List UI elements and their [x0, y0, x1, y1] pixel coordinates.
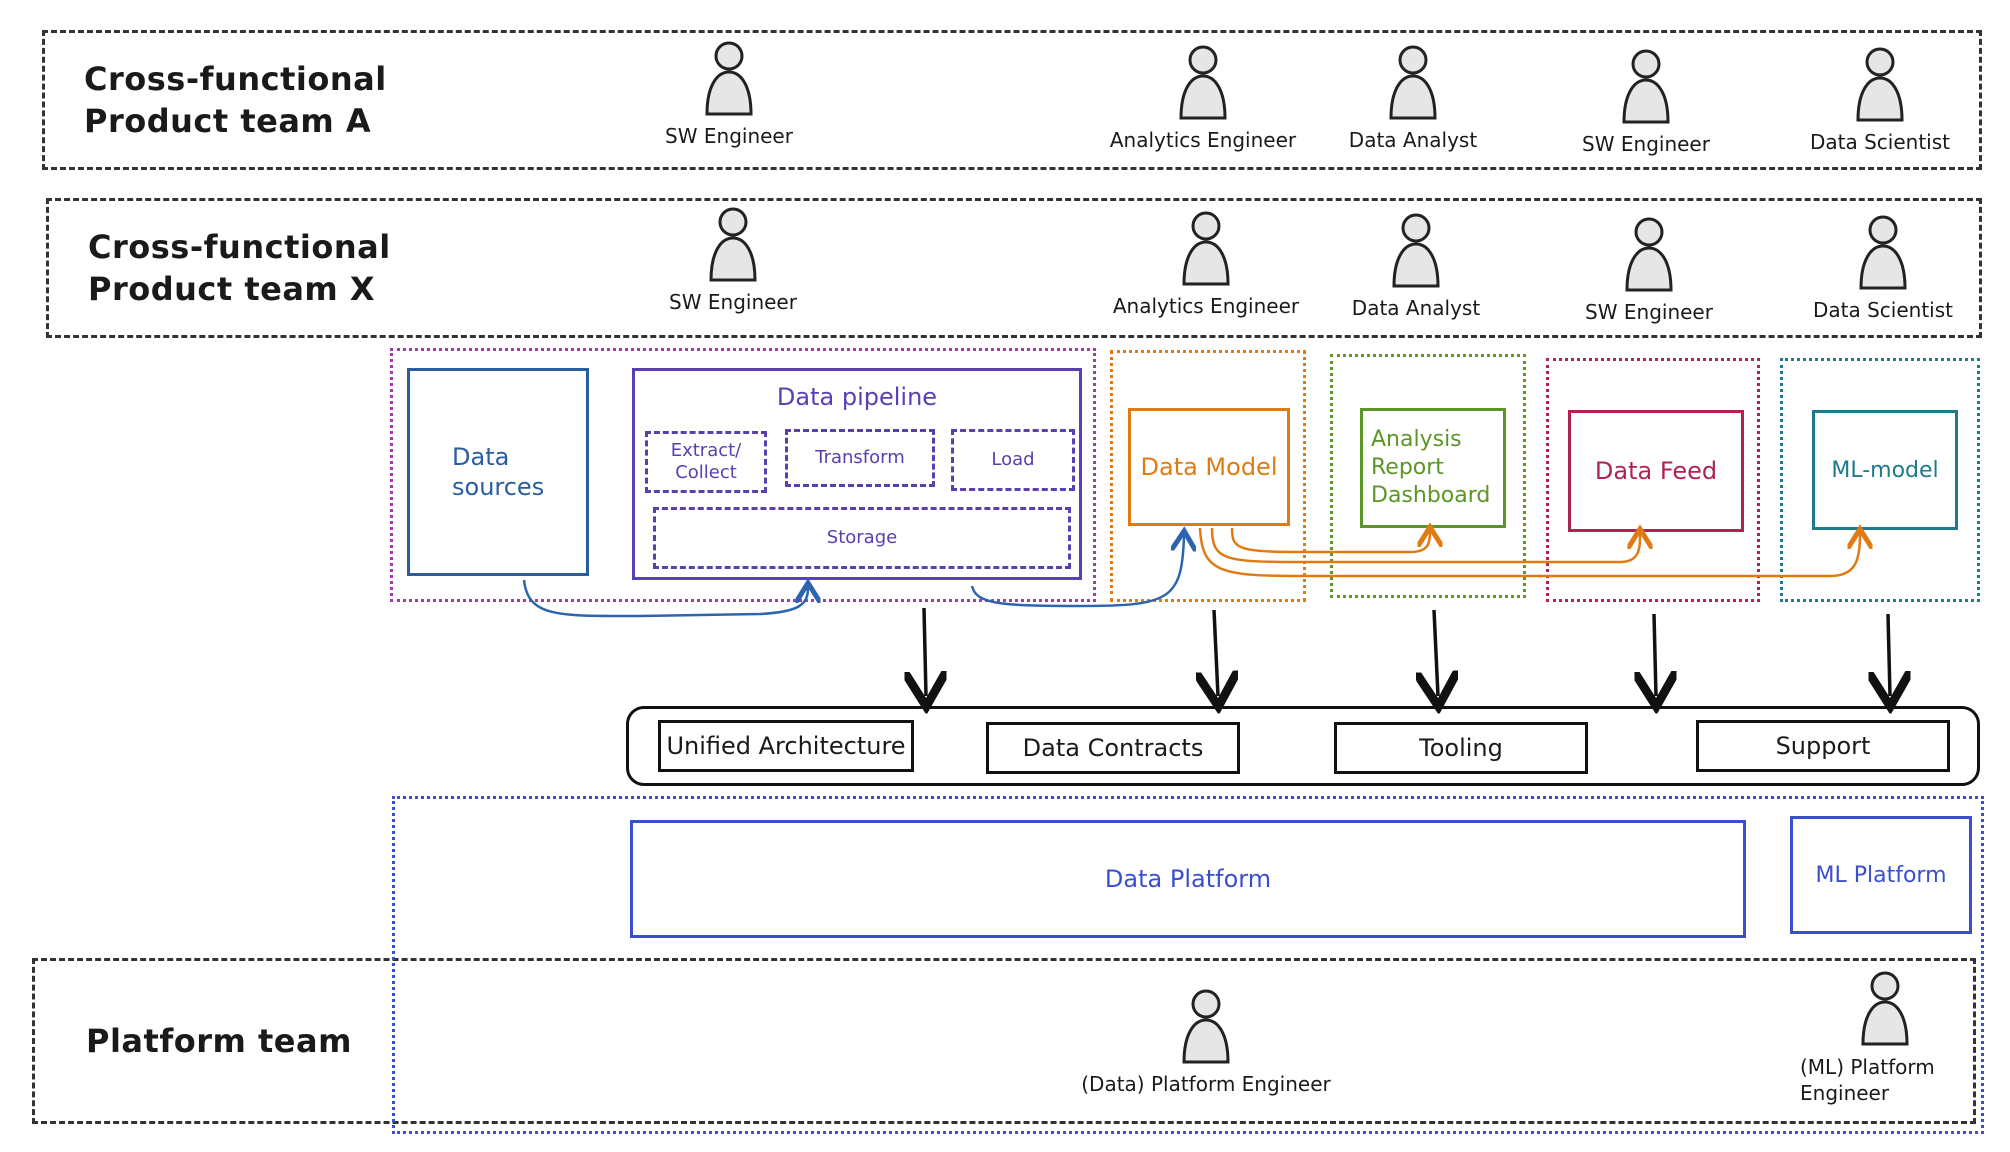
person-icon — [1392, 213, 1440, 288]
feed-to-enablers-arrow — [1654, 613, 1656, 696]
pipeline-group-boundary — [390, 348, 1096, 602]
person-icon — [1182, 989, 1230, 1064]
feed-group-boundary — [1546, 358, 1760, 602]
sources-to-pipeline-arrow — [522, 580, 808, 618]
person-icon — [1389, 45, 1437, 120]
model-to-enablers-arrow — [1214, 609, 1218, 696]
pipeline-to-enablers-arrow — [924, 607, 926, 696]
data-pipeline-box[interactable]: Data pipeline Extract/ Collect Transform… — [632, 368, 1082, 580]
data-platform-box[interactable]: Data Platform — [630, 820, 1746, 938]
team-x-member-data-scientist: Data Scientist — [1763, 214, 2003, 322]
team-x-member-sw-engineer-2: SW Engineer — [1529, 216, 1769, 324]
platform-member-ml-platform-engineer: (ML) Platform Engineer — [1800, 970, 1970, 1106]
person-icon — [1859, 215, 1907, 290]
person-icon — [705, 41, 753, 116]
team-x-boundary — [46, 198, 1982, 338]
transform-stage[interactable]: Transform — [785, 429, 935, 487]
team-a-member-sw-engineer-1: SW Engineer — [609, 40, 849, 148]
person-icon — [709, 207, 757, 282]
storage-stage[interactable]: Storage — [653, 507, 1071, 569]
enabler-support[interactable]: Support — [1696, 720, 1950, 772]
load-stage[interactable]: Load — [951, 429, 1075, 491]
data-model-box[interactable]: Data Model — [1128, 408, 1290, 526]
team-a-member-sw-engineer-2: SW Engineer — [1526, 48, 1766, 156]
model-to-feed-arrow — [1210, 528, 1640, 564]
person-icon — [1622, 49, 1670, 124]
extract-collect-stage[interactable]: Extract/ Collect — [645, 431, 767, 493]
team-a-member-data-analyst: Data Analyst — [1293, 44, 1533, 152]
team-a-title: Cross-functional Product team A — [84, 60, 387, 140]
person-icon — [1861, 971, 1909, 1046]
enabler-data-contracts[interactable]: Data Contracts — [986, 722, 1240, 774]
platform-team-title: Platform team — [86, 1022, 352, 1060]
person-icon — [1856, 47, 1904, 122]
person-icon — [1179, 45, 1227, 120]
team-x-title: Cross-functional Product team X — [88, 228, 391, 308]
data-sources-label: Data sources — [452, 443, 545, 501]
team-a-member-data-scientist: Data Scientist — [1760, 46, 2000, 154]
model-to-analysis-arrow — [1230, 528, 1430, 554]
team-a-member-analytics-engineer: Analytics Engineer — [1083, 44, 1323, 152]
ml-platform-box[interactable]: ML Platform — [1790, 816, 1972, 934]
data-feed-box[interactable]: Data Feed — [1568, 410, 1744, 532]
platform-team-boundary — [32, 958, 1976, 1124]
platform-member-data-platform-engineer: (Data) Platform Engineer — [1076, 988, 1336, 1096]
team-x-member-analytics-engineer: Analytics Engineer — [1086, 210, 1326, 318]
person-icon — [1182, 211, 1230, 286]
enablers-bar — [626, 706, 1980, 786]
ml-to-enablers-arrow — [1888, 613, 1890, 696]
data-pipeline-title: Data pipeline — [776, 383, 938, 411]
enabler-tooling[interactable]: Tooling — [1334, 722, 1588, 774]
person-icon — [1625, 217, 1673, 292]
pipeline-to-model-arrow — [970, 536, 1184, 608]
model-group-boundary — [1110, 350, 1306, 602]
ml-model-box[interactable]: ML-model — [1812, 410, 1958, 530]
analysis-group-boundary — [1330, 354, 1526, 598]
team-x-member-sw-engineer-1: SW Engineer — [613, 206, 853, 314]
enabler-unified-architecture[interactable]: Unified Architecture — [658, 720, 914, 772]
data-sources-box[interactable]: Data sources — [407, 368, 589, 576]
team-x-member-data-analyst: Data Analyst — [1296, 212, 1536, 320]
ml-group-boundary — [1780, 358, 1980, 602]
analysis-to-enablers-arrow — [1434, 609, 1438, 696]
model-to-ml-arrow — [1198, 528, 1860, 578]
platform-services-boundary — [392, 796, 1984, 1134]
team-a-boundary — [42, 30, 1982, 170]
